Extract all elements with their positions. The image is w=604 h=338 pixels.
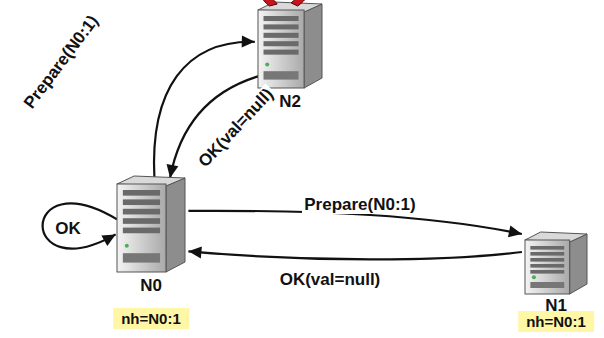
- state-badge: nh=N0:1: [518, 311, 594, 332]
- message-label: OK: [53, 220, 83, 239]
- server-node: N0nh=N0:1: [117, 178, 185, 272]
- state-badge: nh=N0:1: [113, 308, 189, 329]
- node-name: N2: [279, 92, 301, 112]
- server-node: N1nh=N0:1: [525, 234, 587, 294]
- server-icon: [117, 178, 185, 272]
- message-label: OK(val=null): [278, 271, 383, 290]
- server-node: N2: [258, 4, 322, 88]
- server-icon: [258, 4, 322, 88]
- message-label: Prepare(N0:1): [20, 10, 104, 113]
- message-label: Prepare(N0:1): [302, 196, 418, 215]
- message-label: OK(val=null): [193, 83, 278, 172]
- message-arrow: [43, 203, 117, 248]
- message-arrow: [188, 246, 522, 259]
- message-arrow: [188, 211, 522, 237]
- server-icon: [525, 234, 587, 294]
- node-name: N0: [140, 276, 162, 296]
